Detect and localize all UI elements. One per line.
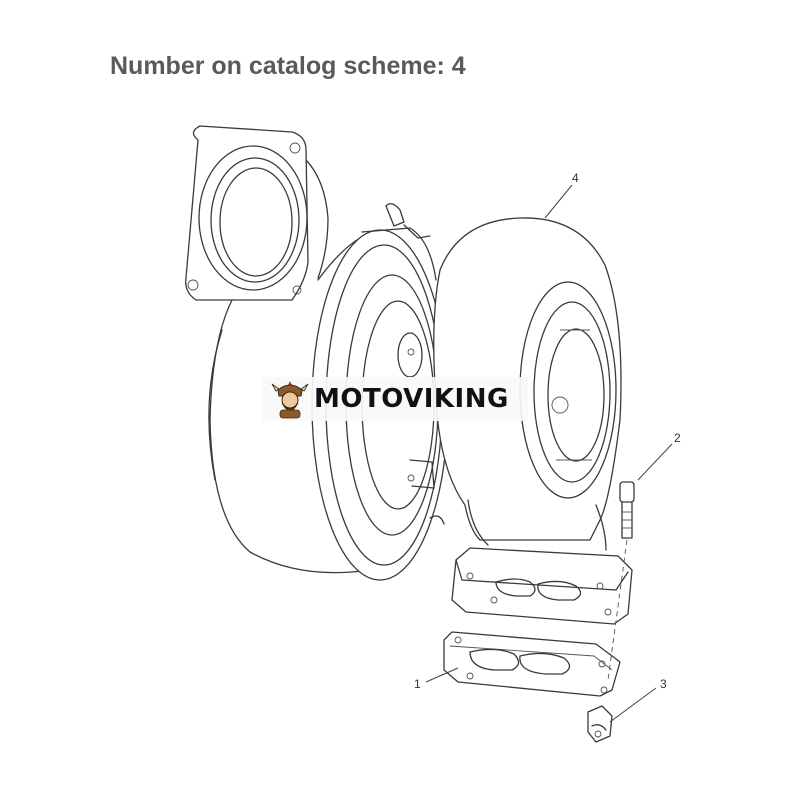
watermark: MOTOVIKING [262,377,528,421]
bolt [607,481,635,681]
nut [587,705,613,743]
callout-1: 1 [414,677,421,691]
compressor-inlet-flange [185,125,329,301]
watermark-brand: MOTOVIKING [314,384,509,414]
viking-mascot-icon [271,381,309,419]
callout-2: 2 [674,431,681,445]
page-title: Number on catalog scheme: 4 [110,52,466,80]
callout-4: 4 [572,171,579,185]
turbine-outlet-flange [451,547,633,625]
gasket [443,631,621,697]
callout-3: 3 [660,677,667,691]
